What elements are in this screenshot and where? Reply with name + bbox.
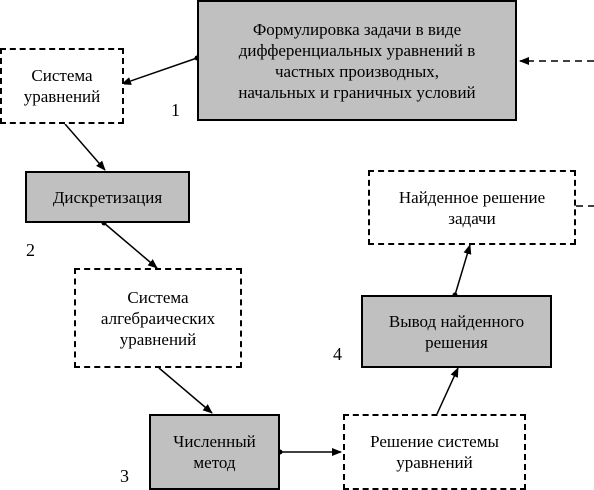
system-of-equations-box: Система уравнений (0, 48, 124, 124)
formulation-box: Формулировка задачи в виде дифференциаль… (197, 0, 517, 121)
numerical-method-box: Численный метод (149, 414, 280, 490)
system-solution-box: Решение системы уравнений (343, 414, 526, 490)
discretization-box: Дискретизация (25, 171, 190, 223)
arrow-solution-to-output (436, 367, 459, 415)
step-number-1: 1 (171, 100, 180, 120)
algebraic-system-box: Система алгебраических уравнений (74, 268, 242, 368)
step-number-4: 4 (333, 344, 342, 364)
found-solution-box: Найденное решение задачи (368, 170, 576, 245)
output-solution-box: Вывод найденного решения (361, 295, 552, 368)
step-number-3: 3 (120, 466, 129, 486)
step-number-2: 2 (26, 240, 35, 260)
arrow-output-to-found (454, 244, 472, 296)
arrow-system-to-discretization (64, 123, 106, 171)
arrow-formulation-to-system (121, 57, 198, 85)
arrow-algebraic-to-numerical (158, 367, 213, 414)
arrow-discretization-to-algebraic (103, 222, 158, 269)
